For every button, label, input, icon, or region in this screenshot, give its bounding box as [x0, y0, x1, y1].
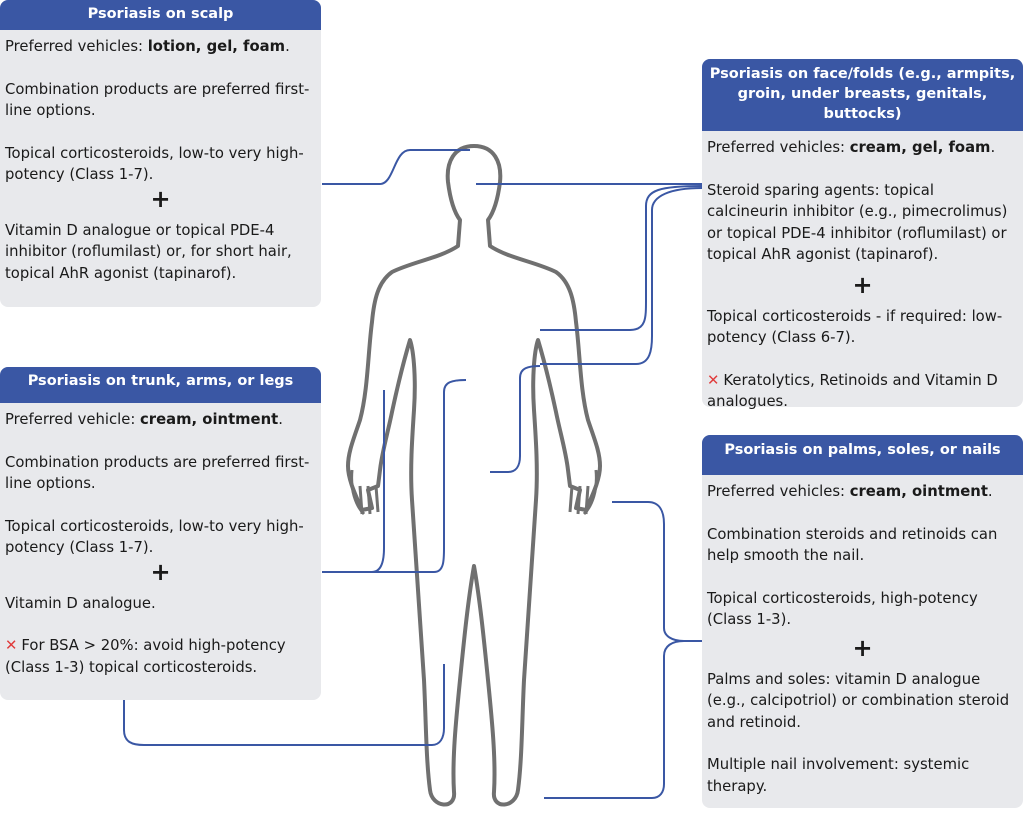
connector-lines	[123, 149, 703, 799]
connector-trunk-leg	[123, 664, 445, 746]
trunk-body: Preferred vehicle: cream, ointment. Comb…	[0, 403, 321, 684]
right-hand-outline	[568, 469, 598, 516]
trunk-vehicles: cream, ointment	[140, 411, 279, 428]
scalp-plus-sign: +	[150, 184, 171, 213]
trunk-corticosteroids-text: Topical corticosteroids, low-to very hig…	[5, 517, 304, 557]
trunk-arms-legs-panel: Psoriasis on trunk, arms, or legs Prefer…	[0, 367, 321, 700]
scalp-title: Psoriasis on scalp	[0, 0, 321, 30]
face-vehicles-suffix: .	[990, 139, 996, 156]
trunk-vitamin-d-text: Vitamin D analogue.	[5, 594, 156, 612]
trunk-vehicles-suffix: .	[278, 411, 283, 428]
face-avoid-x-icon: ✕	[707, 371, 720, 389]
palms-plus-sign: +	[852, 633, 873, 662]
connector-scalp	[322, 149, 470, 185]
human-body-outline	[346, 144, 602, 807]
connector-trunk-torso	[322, 379, 467, 573]
palms-soles-nails-panel: Psoriasis on palms, soles, or nails Pref…	[702, 435, 1023, 808]
connector-face-groin	[540, 187, 703, 365]
face-vehicles-prefix: Preferred vehicles:	[707, 139, 850, 156]
left-hand-outline	[350, 469, 380, 516]
palms-corticosteroids-text: Topical corticosteroids, high-potency (C…	[707, 589, 978, 629]
scalp-vehicles: lotion, gel, foam	[147, 38, 286, 55]
palms-body: Preferred vehicles: cream, ointment. Com…	[702, 475, 1023, 803]
face-body: Preferred vehicles: cream, gel, foam. St…	[702, 131, 1023, 419]
face-corticosteroids-text: Topical corticosteroids - if required: l…	[707, 307, 1003, 347]
palms-title: Psoriasis on palms, soles, or nails	[702, 435, 1023, 475]
face-folds-panel: Psoriasis on face/folds (e.g., armpits, …	[702, 59, 1023, 410]
scalp-combination-text: Combination products are preferred first…	[5, 80, 310, 120]
face-vehicles: cream, gel, foam	[849, 139, 991, 156]
palms-vehicles: cream, ointment	[849, 483, 988, 500]
trunk-plus-sign: +	[150, 557, 171, 586]
face-plus-sign: +	[852, 270, 873, 299]
palms-nail-text: Multiple nail involvement: systemic ther…	[707, 756, 970, 795]
palms-vehicles-suffix: .	[987, 483, 993, 500]
palms-vehicles-prefix: Preferred vehicles:	[707, 483, 850, 500]
connector-palms-foot	[544, 640, 685, 799]
scalp-corticosteroids-text: Topical corticosteroids, low-to very hig…	[5, 144, 304, 184]
palms-soles-text: Palms and soles: vitamin D analogue (e.g…	[707, 670, 1010, 731]
face-steroid-sparing-text: Steroid sparing agents: topical calcineu…	[707, 181, 1008, 264]
trunk-avoid-x-icon: ✕	[5, 637, 18, 654]
trunk-vehicles-prefix: Preferred vehicle:	[5, 411, 141, 428]
face-avoid-text: Keratolytics, Retinoids and Vitamin D an…	[707, 371, 998, 411]
trunk-combination-text: Combination products are preferred first…	[5, 453, 310, 493]
connector-face-armpit	[540, 185, 703, 331]
trunk-bsa-warning: For BSA > 20%: avoid high-potency (Class…	[5, 637, 286, 676]
palms-combination-text: Combination steroids and retinoids can h…	[707, 525, 998, 565]
scalp-body: Preferred vehicles: lotion, gel, foam. C…	[0, 30, 321, 290]
scalp-vehicles-suffix: .	[285, 38, 290, 55]
scalp-vitamin-d-text: Vitamin D analogue or topical PDE-4 inhi…	[5, 221, 292, 282]
scalp-vehicles-prefix: Preferred vehicles:	[5, 38, 148, 55]
face-title: Psoriasis on face/folds (e.g., armpits, …	[702, 59, 1023, 131]
connector-face-buttocks	[490, 365, 541, 473]
trunk-title: Psoriasis on trunk, arms, or legs	[0, 367, 321, 403]
scalp-panel: Psoriasis on scalp Preferred vehicles: l…	[0, 0, 321, 307]
connector-palms-hand	[612, 501, 702, 642]
